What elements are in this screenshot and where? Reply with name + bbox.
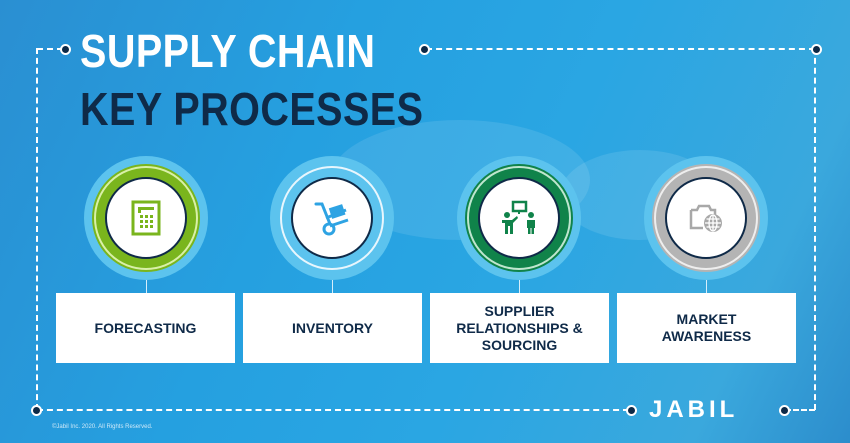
frame-bottom-left <box>37 409 629 411</box>
jabil-logo: JABIL <box>649 396 739 423</box>
title-line-1: SUPPLY CHAIN <box>80 25 376 77</box>
frame-dot <box>811 44 822 55</box>
presentation-people-icon <box>502 200 535 234</box>
frame-dot <box>419 44 430 55</box>
hand-truck-icon <box>314 202 349 236</box>
inventory-box: INVENTORY <box>243 293 422 363</box>
forecasting-circle <box>84 156 208 280</box>
camera-globe-icon <box>689 204 722 232</box>
forecasting-box: FORECASTING <box>56 293 235 363</box>
process-label: MARKET AWARENESS <box>661 311 752 344</box>
connector-line <box>332 280 333 293</box>
frame-right <box>814 48 816 410</box>
market-box: MARKET AWARENESS <box>617 293 796 363</box>
frame-top-right <box>426 48 815 50</box>
frame-top-left <box>37 48 63 50</box>
frame-bottom-right <box>785 409 815 411</box>
market-circle <box>644 156 768 280</box>
frame-dot <box>779 405 790 416</box>
process-label: INVENTORY <box>292 319 373 336</box>
connector-line <box>146 280 147 293</box>
calculator-icon <box>131 200 161 236</box>
frame-dot <box>31 405 42 416</box>
copyright-text: ©Jabil Inc. 2020. All Rights Reserved. <box>52 424 153 430</box>
process-label: SUPPLIER RELATIONSHIPS & SOURCING <box>456 302 583 353</box>
connector-line <box>706 280 707 293</box>
supplier-box: SUPPLIER RELATIONSHIPS & SOURCING <box>430 293 609 363</box>
supplier-circle <box>457 156 581 280</box>
connector-line <box>519 280 520 293</box>
frame-dot <box>626 405 637 416</box>
frame-left <box>36 48 38 410</box>
title-line-2: KEY PROCESSES <box>80 83 424 135</box>
process-label: FORECASTING <box>94 319 197 336</box>
inventory-circle <box>270 156 394 280</box>
frame-dot <box>60 44 71 55</box>
